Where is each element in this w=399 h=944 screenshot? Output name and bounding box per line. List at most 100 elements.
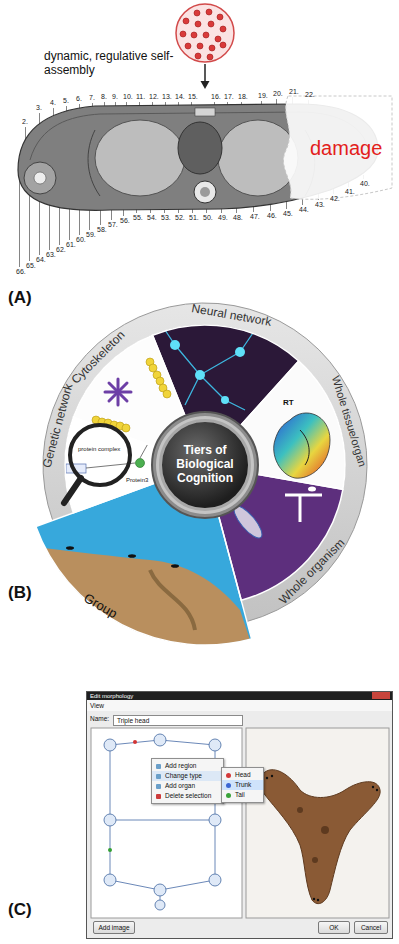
software-screenshot-part [266,775,378,901]
field-value: Triple head [117,716,239,725]
software-screenshot-part-part [312,857,318,863]
neuron-picture-part [170,340,245,404]
tier-label: Neural network [190,302,272,330]
assembly-arrow [201,64,210,89]
software-screenshot-part [87,700,392,711]
leader-line [19,175,20,267]
sector-border [153,325,299,429]
dialog-window: Edit morphologyTriple headAdd regionChan… [86,691,393,939]
cell-cluster-part-part [209,45,215,51]
cell-cluster-part-part [194,10,200,16]
damage-region [283,96,392,199]
cell-cluster-part-part [203,32,209,38]
menu-item: Change type [152,771,223,781]
software-screenshot-part-part [104,814,116,826]
callout-number: 62. [56,246,66,254]
software-screenshot-part [133,740,137,744]
callout-number: 63. [46,251,56,259]
ant-colony-picture-part-part [46,587,50,594]
software-screenshot-part-part [313,898,315,900]
neuron-picture-part-part [195,370,205,380]
cell-cluster-part-part [217,14,223,20]
callout-number: 40. [360,180,370,188]
cell-cluster-part-part [183,18,189,24]
callout-number: 47. [250,213,260,221]
organism-picture-part [308,487,316,492]
cell-cluster-part-part [197,43,203,49]
callout-number: 5. [63,97,69,105]
dialog-button: OK [318,921,350,934]
cell-cluster-part [180,9,226,60]
cell-cluster-part-part [195,53,201,59]
ant-colony-picture-part [45,560,195,630]
hub-circle: Tiers of Biological Cognition [159,419,251,511]
figure-text: protein complex [78,446,120,453]
software-screenshot-part [260,770,380,904]
figure-text: Protein3 [126,477,148,484]
assembly-arrow-part [204,64,206,83]
tissue-picture-part [300,430,309,465]
organ-sections-part [34,172,46,184]
callout-number: 65. [26,262,36,270]
organ-sections-part [24,162,56,194]
callout-number: 66. [16,268,26,276]
cell-cluster-part-part [206,9,212,15]
callout-number: 12. [149,93,159,101]
software-screenshot-part [108,848,112,852]
magnifying-glass [64,425,130,503]
cytoskeleton-picture-part-part [109,383,127,401]
callout-number: 43. [315,201,325,209]
gene-network-picture [66,440,150,473]
menu-item: Head [222,770,263,780]
callout-number: 11. [136,93,145,101]
callout-number: 18. [238,93,248,101]
cell-cluster-part-part [220,42,226,48]
damage-label: damage [310,137,382,160]
panel-label: (A) [8,288,32,308]
hub-bezel [152,412,258,518]
software-screenshot-part [86,691,393,700]
cell-cluster-part-part [185,43,191,49]
ant-colony-picture-part-part [128,554,136,558]
cytoskeleton-picture-part-part [122,424,130,432]
tissue-picture [274,413,330,478]
software-screenshot-part [86,691,393,939]
ant-colony-picture-part-part [66,546,74,550]
cytoskeleton-picture-part-part [109,383,127,401]
tab-label: View [90,702,104,709]
callout-number: 60. [76,236,86,244]
software-screenshot-part-part [321,826,329,834]
cytoskeleton-picture-part-part [163,390,171,398]
callout-number: 7. [89,94,95,102]
software-screenshot [86,691,393,939]
menu-item: Add region [152,761,223,771]
callout-number: 48. [233,214,243,222]
cell-cluster-part-part [191,32,197,38]
callout-number: 20. [273,90,283,98]
software-screenshot-part [297,807,329,863]
neuron-picture-part-part [221,396,229,404]
hub-title: Tiers of Biological Cognition [168,444,242,485]
callout-number: 59. [86,231,96,239]
callout-number: 9. [112,93,118,101]
software-screenshot-part-part [271,775,273,777]
dialog-button: Cancel [354,921,388,934]
menu-item: Delete selection [152,791,223,801]
callout-number: 44. [299,206,309,214]
neuron-picture-part-part [170,340,180,350]
cell-cluster-part-part [208,21,214,27]
hub-bezel-part [156,416,254,514]
context-menu: Add regionChange typeAdd organDelete sel… [151,758,224,804]
panel-label: (B) [8,583,32,603]
callout-number: 46. [267,212,277,220]
cell-cluster [176,4,234,62]
callout-number: 50. [203,214,213,222]
cell-cluster-part-part [180,31,186,37]
software-screenshot-part [91,728,242,918]
callout-number: 57. [108,221,118,229]
cell-cluster-part [176,4,234,62]
name-field: Triple head [113,715,243,726]
organ-sections-part [95,120,185,196]
software-screenshot-part-part [376,789,378,791]
